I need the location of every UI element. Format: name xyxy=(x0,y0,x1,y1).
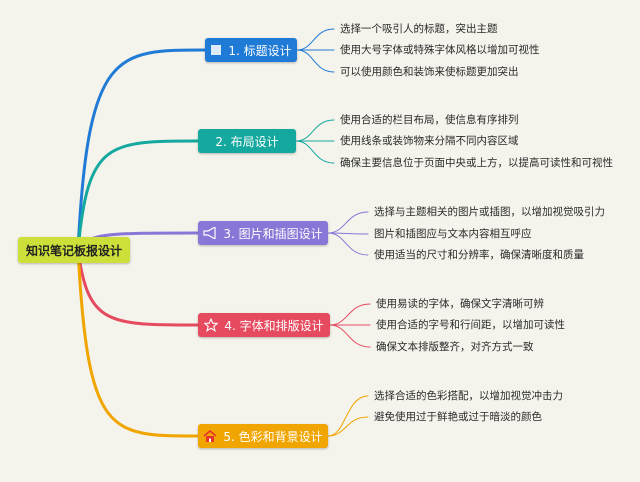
leaf-item[interactable]: 避免使用过于鲜艳或过于暗淡的颜色 xyxy=(374,411,542,423)
leaf-item[interactable]: 使用合适的栏目布局，使信息有序排列 xyxy=(340,114,519,126)
megaphone-icon xyxy=(203,225,217,241)
branch-label: 1. 标题设计 xyxy=(228,43,292,58)
leaf-item[interactable]: 确保文本排版整齐，对齐方式一致 xyxy=(376,341,534,353)
branch-connector xyxy=(76,139,200,252)
leaf-connector xyxy=(327,416,369,437)
leaf-connector xyxy=(295,140,335,164)
branch-label: 5. 色彩和背景设计 xyxy=(223,429,323,444)
leaf-connector xyxy=(327,395,369,437)
leaf-connector xyxy=(329,324,371,348)
branch-label: 3. 图片和插图设计 xyxy=(223,226,323,241)
branch-connector xyxy=(76,48,207,252)
leaf-connector xyxy=(296,28,335,51)
branch-image-design[interactable]: 3. 图片和插图设计 xyxy=(198,221,328,245)
branch-color-design[interactable]: 5. 色彩和背景设计 xyxy=(198,424,328,448)
leaf-item[interactable]: 使用易读的字体，确保文字清晰可辨 xyxy=(376,298,544,310)
star-icon xyxy=(203,317,220,333)
leaf-item[interactable]: 选择合适的色彩搭配，以增加视觉冲击力 xyxy=(374,390,563,402)
root-label: 知识笔记板报设计 xyxy=(25,243,122,258)
branch-font-design[interactable]: 4. 字体和排版设计 xyxy=(198,313,330,337)
leaf-connector xyxy=(327,232,369,256)
leaf-item[interactable]: 确保主要信息位于页面中央或上方，以提高可读性和可视性 xyxy=(340,157,613,169)
leaf-item[interactable]: 选择与主题相关的图片或插图，以增加视觉吸引力 xyxy=(374,206,605,218)
leaf-item[interactable]: 使用线条或装饰物来分隔不同内容区域 xyxy=(340,135,519,147)
branch-label: 4. 字体和排版设计 xyxy=(224,318,324,333)
leaf-item[interactable]: 可以使用颜色和装饰来使标题更加突出 xyxy=(340,66,519,78)
leaf-item[interactable]: 图片和插图应与文本内容相互呼应 xyxy=(374,228,532,240)
branch-label: 2. 布局设计 xyxy=(215,134,279,149)
leaf-connector xyxy=(329,303,371,326)
branch-layout-design[interactable]: 2. 布局设计 xyxy=(198,129,296,153)
leaf-connector xyxy=(295,119,335,142)
leaf-connector xyxy=(296,49,335,73)
leaf-item[interactable]: 使用合适的字号和行间距，以增加可读性 xyxy=(376,319,565,331)
root-node[interactable]: 知识笔记板报设计 xyxy=(18,237,130,263)
leaf-item[interactable]: 使用适当的尺寸和分辨率，确保清晰度和质量 xyxy=(374,249,584,261)
leaf-connector xyxy=(327,211,369,234)
square-icon xyxy=(210,44,222,56)
house-icon xyxy=(203,429,217,443)
leaf-item[interactable]: 使用大号字体或特殊字体风格以增加可视性 xyxy=(340,44,540,56)
leaf-item[interactable]: 选择一个吸引人的标题，突出主题 xyxy=(340,23,498,35)
branch-title-design[interactable]: 1. 标题设计 xyxy=(205,38,297,62)
branch-connector xyxy=(76,248,200,438)
branch-connector xyxy=(76,248,200,327)
